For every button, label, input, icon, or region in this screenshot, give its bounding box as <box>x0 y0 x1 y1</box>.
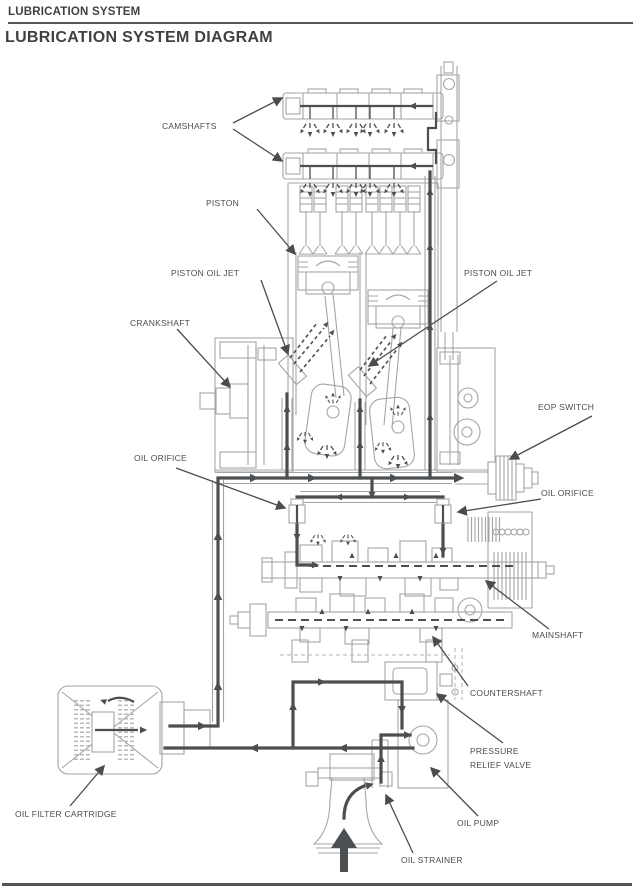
label-oil-strainer: OIL STRAINER <box>401 855 463 865</box>
label-oil-orifice-left: OIL ORIFICE <box>134 453 187 463</box>
label-oil-orifice-right: OIL ORIFICE <box>541 488 594 498</box>
label-pressure-relief-valve: PRESSURE RELIEF VALVE <box>470 746 532 770</box>
label-crankshaft: CRANKSHAFT <box>130 318 191 328</box>
label-eop-switch: EOP SWITCH <box>538 402 595 412</box>
label-oil-pump: OIL PUMP <box>457 818 500 828</box>
label-camshafts: CAMSHAFTS <box>162 121 217 131</box>
footer-rule <box>2 883 632 886</box>
label-piston-oil-jet-right: PISTON OIL JET <box>464 268 533 278</box>
header-rule <box>8 22 633 24</box>
label-piston: PISTON <box>206 198 239 208</box>
oil-flow-circuit <box>95 103 515 872</box>
engine-linework <box>57 61 555 854</box>
section-kicker: LUBRICATION SYSTEM <box>8 6 141 18</box>
label-mainshaft: MAINSHAFT <box>532 630 584 640</box>
label-countershaft: COUNTERSHAFT <box>470 688 543 698</box>
leader-arrows <box>69 97 593 854</box>
label-oil-filter-cartridge: OIL FILTER CARTRIDGE <box>15 809 117 819</box>
page-title: LUBRICATION SYSTEM DIAGRAM <box>5 29 273 46</box>
label-piston-oil-jet-left: PISTON OIL JET <box>171 268 240 278</box>
